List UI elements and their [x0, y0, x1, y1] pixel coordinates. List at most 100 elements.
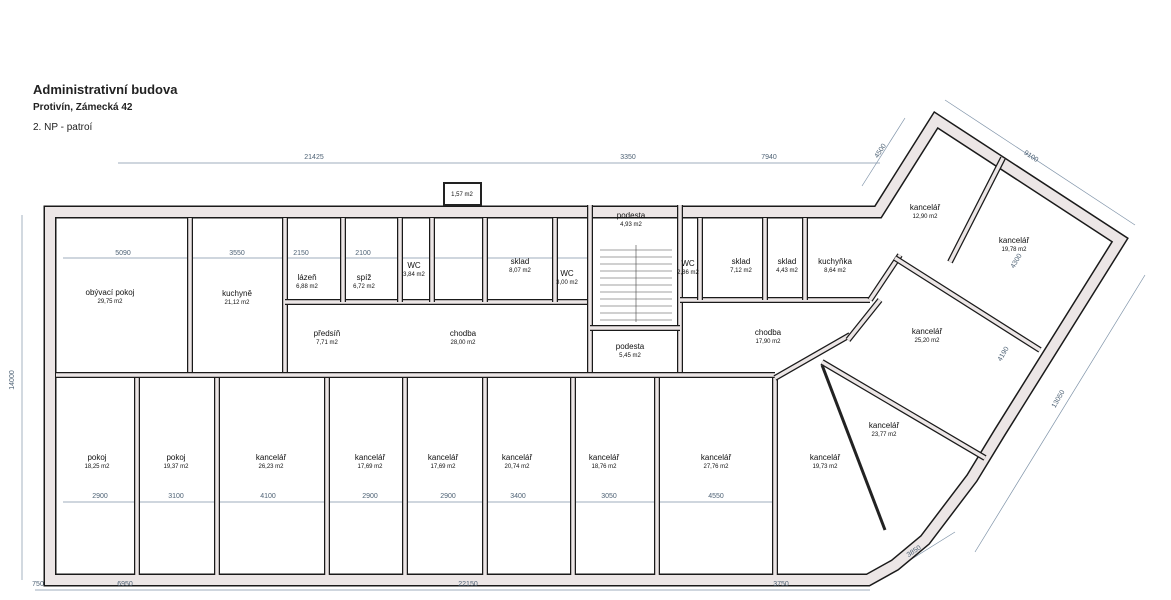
room-area: 4,93 m2 — [620, 222, 642, 228]
room-area: 2,86 m2 — [677, 270, 699, 276]
dimension-label: 21425 — [304, 154, 324, 161]
room-name: kancelář — [589, 453, 620, 462]
room-label: kancelář 17,69 m2 — [428, 453, 459, 470]
room-name: kancelář — [912, 327, 943, 336]
room-area: 27,76 m2 — [703, 464, 729, 470]
room-area: 20,74 m2 — [504, 464, 530, 470]
room-area: 17,90 m2 — [755, 339, 781, 345]
room-name: podesta — [616, 342, 645, 351]
room-name: kancelář — [910, 203, 941, 212]
walls — [43, 110, 1129, 587]
room-name: kancelář — [428, 453, 459, 462]
plan-title: Administrativní budova — [33, 82, 178, 97]
room-label: obývací pokoj 29,75 m2 — [86, 288, 135, 305]
room-label: 1,57 m2 — [451, 192, 473, 198]
room-name: sklad — [511, 257, 530, 266]
room-name: kancelář — [256, 453, 287, 462]
dimension-label: 3750 — [773, 581, 789, 588]
room-name: kancelář — [999, 236, 1030, 245]
dimension-label: 4550 — [708, 493, 724, 500]
room-area: 21,12 m2 — [224, 300, 250, 306]
wall-fill — [846, 298, 882, 342]
wall — [820, 364, 887, 531]
room-label: podesta 5,45 m2 — [616, 342, 645, 359]
dimension-label: 750 — [32, 581, 44, 588]
room-label: spíž 6,72 m2 — [353, 273, 375, 290]
room-area: 6,72 m2 — [353, 284, 375, 290]
room-area: 29,75 m2 — [97, 299, 123, 305]
wall-fill — [894, 256, 1041, 352]
dimension-label: 3100 — [168, 493, 184, 500]
room-area: 3,84 m2 — [403, 272, 425, 278]
room-label: WC 2,86 m2 — [677, 259, 699, 276]
room-area: 19,37 m2 — [163, 464, 189, 470]
room-area: 7,12 m2 — [730, 268, 752, 274]
room-name: sklad — [732, 257, 751, 266]
wall-fill — [821, 360, 986, 460]
room-name: obývací pokoj — [86, 288, 135, 297]
dimension-label: 2900 — [440, 493, 456, 500]
balcony — [443, 182, 482, 206]
staircase — [600, 245, 672, 322]
room-area: 25,20 m2 — [914, 338, 940, 344]
room-label: kancelář 25,20 m2 — [912, 327, 943, 344]
room-name: kuchyňka — [818, 257, 852, 266]
dimension-label: 2100 — [355, 250, 371, 257]
room-name: kancelář — [355, 453, 386, 462]
room-name: spíž — [357, 273, 372, 282]
room-label: sklad 7,12 m2 — [730, 257, 752, 274]
room-label: lázeň 6,88 m2 — [296, 273, 318, 290]
room-area: 1,57 m2 — [451, 192, 473, 198]
room-name: WC — [407, 261, 421, 270]
dimension-label: 2900 — [92, 493, 108, 500]
dimension-label: 4500 — [874, 143, 888, 160]
wall-fill — [948, 157, 1005, 263]
floor-label: 2. NP - patroí — [33, 122, 93, 133]
room-area: 4,43 m2 — [776, 268, 798, 274]
dimension-label: 3350 — [620, 154, 636, 161]
room-name: WC — [681, 259, 695, 268]
room-area: 6,88 m2 — [296, 284, 318, 290]
room-name: kancelář — [701, 453, 732, 462]
dimension-label: 9100 — [1022, 150, 1039, 164]
room-area: 8,07 m2 — [509, 268, 531, 274]
room-name: kancelář — [810, 453, 841, 462]
room-label: kancelář 27,76 m2 — [701, 453, 732, 470]
room-area: 7,71 m2 — [316, 340, 338, 346]
room-name: pokoj — [87, 453, 106, 462]
dimension-label: 3050 — [601, 493, 617, 500]
room-area: 28,00 m2 — [450, 340, 476, 346]
room-name: kuchyně — [222, 289, 252, 298]
dimension-label: 7940 — [761, 154, 777, 161]
room-name: sklad — [778, 257, 797, 266]
room-label: předsíň 7,71 m2 — [314, 329, 341, 346]
dimension-label: 3550 — [229, 250, 245, 257]
room-area: 3,00 m2 — [556, 280, 578, 286]
dimension-label: 22150 — [458, 581, 478, 588]
dimension-label: 5090 — [115, 250, 131, 257]
dimension-label: 4190 — [997, 346, 1011, 363]
room-label: WC3,00 m2 — [556, 269, 578, 286]
room-area: 17,69 m2 — [430, 464, 456, 470]
dimension-label: 2150 — [293, 250, 309, 257]
dimension-label: 2900 — [362, 493, 378, 500]
dimension-label: 3400 — [510, 493, 526, 500]
room-name: kancelář — [869, 421, 900, 430]
room-name: lázeň — [297, 273, 316, 282]
room-area: 5,45 m2 — [619, 353, 641, 359]
room-area: 18,76 m2 — [591, 464, 617, 470]
room-name: předsíň — [314, 329, 341, 338]
room-label: kuchyně 21,12 m2 — [222, 289, 252, 306]
room-name: chodba — [450, 329, 477, 338]
dimension-label: 6950 — [117, 581, 133, 588]
